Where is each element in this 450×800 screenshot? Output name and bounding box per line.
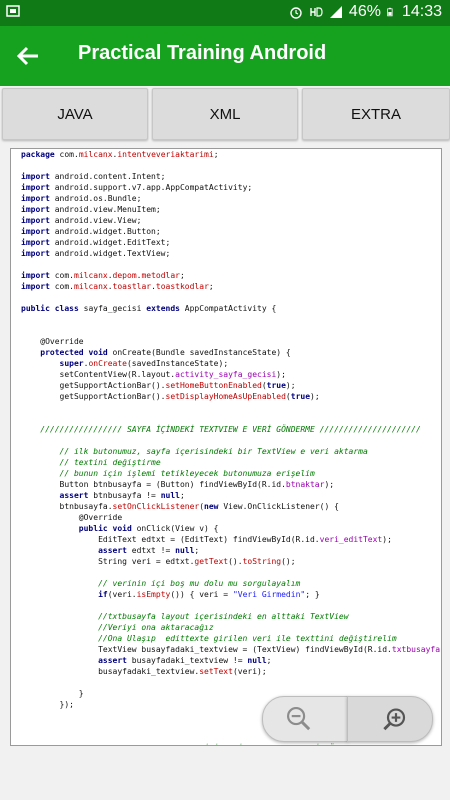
code-line: assert btnbusayfa != null; <box>59 491 185 500</box>
zoom-out-button[interactable] <box>262 696 348 742</box>
hd-voice-icon <box>310 7 323 17</box>
code-line: import android.support.v7.app.AppCompatA… <box>21 183 253 192</box>
code-line: @Override <box>21 337 84 346</box>
code-line <box>21 259 441 270</box>
code-line: TextView busayfadaki_textview = (TextVie… <box>21 645 441 654</box>
tab-xml[interactable]: XML <box>152 88 298 140</box>
code-line: // verinin içi boş mu dolu mu sorgulayal… <box>21 579 301 588</box>
code-line: Button btnbusayfa = (Button) findViewByI… <box>21 480 335 489</box>
alarm-icon <box>290 7 302 19</box>
code-line <box>21 435 441 446</box>
code-line: btnbusayfa.setOnClickListener(new View.O… <box>21 502 339 511</box>
zoom-in-button[interactable] <box>347 696 433 742</box>
code-line: // bunun için işlemi tetikleyecek butonu… <box>21 469 315 478</box>
code-line: protected void onCreate(Bundle savedInst… <box>40 348 291 357</box>
code-line: assert edtxt != null; <box>98 546 200 555</box>
code-line: @Override <box>21 513 123 522</box>
status-bar: 46% 14:33 <box>0 0 450 26</box>
code-line: }); <box>21 700 74 709</box>
code-line: import android.widget.TextView; <box>21 249 171 258</box>
battery-icon <box>387 7 393 17</box>
battery-percent: 46% <box>348 3 381 20</box>
code-line <box>21 567 441 578</box>
code-line: import com.milcanx.toastlar.toastkodlar; <box>21 282 214 291</box>
code-line: import com.milcanx.depom.metodlar; <box>21 271 185 280</box>
code-line: getSupportActionBar().setDisplayHomeAsUp… <box>21 392 320 401</box>
code-line: public class sayfa_gecisi extends AppCom… <box>21 304 277 313</box>
status-right: 46% 14:33 <box>289 3 442 21</box>
clock: 14:33 <box>401 3 442 20</box>
code-line: import android.widget.Button; <box>21 227 161 236</box>
tab-java[interactable]: JAVA <box>2 88 148 140</box>
code-line: import android.os.Bundle; <box>21 194 142 203</box>
page-title: Practical Training Android <box>78 42 327 64</box>
code-line <box>21 402 441 413</box>
code-line: busayfadaki_textview.setText(veri); <box>21 667 267 676</box>
tab-extra[interactable]: EXTRA <box>302 88 450 140</box>
zoom-controls <box>262 696 433 742</box>
code-line <box>21 600 441 611</box>
tab-bar: JAVA XML EXTRA <box>0 86 450 144</box>
code-line: assert busayfadaki_textview != null; <box>98 656 272 665</box>
code-line: ///////////////// SAYFA İÇİNDEKİ TEXTVIE… <box>21 425 421 434</box>
code-line: // textini değiştirme <box>21 458 161 467</box>
code-line: if(veri.isEmpty()) { veri = "Veri Girmed… <box>98 590 320 599</box>
app-bar: Practical Training Android <box>0 26 450 86</box>
code-line: ///////////////// SAYFA DIŞ SAYFA İÇİNDE… <box>21 743 441 745</box>
arrow-back-icon[interactable] <box>14 42 42 70</box>
code-line: getSupportActionBar().setHomeButtonEnabl… <box>21 381 296 390</box>
zoom-in-icon <box>383 708 406 731</box>
code-line <box>21 413 441 424</box>
code-line: import android.view.View; <box>21 216 142 225</box>
code-line: import android.content.Intent; <box>21 172 166 181</box>
code-line <box>21 292 441 303</box>
code-line: import android.view.MenuItem; <box>21 205 161 214</box>
code-line: import android.widget.EditText; <box>21 238 171 247</box>
code-line: super.onCreate(savedInstanceState); <box>59 359 229 368</box>
zoom-out-icon <box>287 707 311 731</box>
status-left <box>6 4 20 23</box>
code-line <box>21 160 441 171</box>
signal-icon <box>329 6 342 18</box>
code-line: EditText edtxt = (EditText) findViewById… <box>21 535 392 544</box>
code-line: setContentView(R.layout.activity_sayfa_g… <box>21 370 286 379</box>
code-line: //txtbusayfa layout içerisindeki en altt… <box>21 612 349 621</box>
code-line: //Veriyi ona aktaracağız <box>21 623 214 632</box>
code-line: String veri = edtxt.getText().toString()… <box>21 557 296 566</box>
screenshot-icon <box>6 5 20 17</box>
code-line: public void onClick(View v) { <box>78 524 219 533</box>
code-line: //Ona Ulaşıp edittexte girilen veri ile … <box>21 634 397 643</box>
code-viewer[interactable]: package com.milcanx.intentveveriaktarimi… <box>10 148 442 746</box>
code-content: package com.milcanx.intentveveriaktarimi… <box>21 149 441 745</box>
code-line <box>21 314 441 325</box>
code-line: } <box>21 689 84 698</box>
code-line <box>21 325 441 336</box>
code-line <box>21 677 441 688</box>
code-line: // ilk butonumuz, sayfa içerisindeki bir… <box>21 447 368 456</box>
code-line: package com.milcanx.intentveveriaktarimi… <box>21 150 219 159</box>
